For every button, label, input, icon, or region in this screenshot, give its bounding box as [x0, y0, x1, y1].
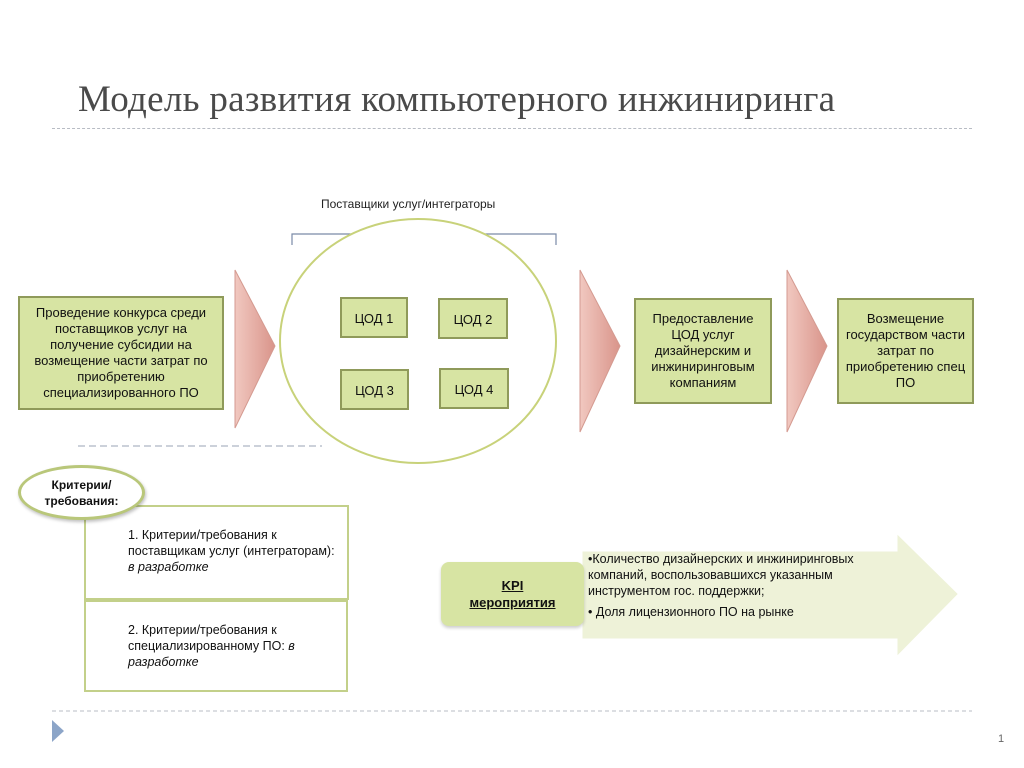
services-box-text: Предоставление ЦОД услуг дизайнерским и … — [651, 311, 755, 390]
compensation-box: Возмещение государством части затрат по … — [837, 298, 974, 404]
criteria-2-status: в разработке — [128, 639, 295, 669]
contest-box: Проведение конкурса среди поставщиков ус… — [18, 296, 224, 410]
criteria-box-2: 2. Критерии/требования к специализирован… — [84, 600, 348, 692]
cod-ellipse — [279, 218, 557, 464]
suppliers-label: Поставщики услуг/интеграторы — [321, 197, 496, 211]
cod-box-3: ЦОД 3 — [340, 369, 409, 410]
kpi-label-line2: мероприятия — [469, 595, 556, 610]
chevron-arrow-3 — [786, 269, 828, 433]
page-number: 1 — [998, 733, 1005, 745]
kpi-label-line1: KPI — [501, 578, 524, 593]
cod-box-4: ЦОД 4 — [439, 368, 509, 409]
criteria-2-text: 2. Критерии/требования к специализирован… — [128, 623, 289, 653]
contest-box-text: Проведение конкурса среди поставщиков ус… — [34, 305, 208, 400]
kpi-text: •Количество дизайнерских и инжиниринговы… — [588, 551, 906, 625]
kpi-label: KPI мероприятия — [441, 562, 584, 626]
criteria-1-status: в разработке — [128, 560, 209, 574]
title-divider — [52, 128, 972, 129]
cod-box-2: ЦОД 2 — [438, 298, 508, 339]
play-icon — [52, 720, 64, 742]
criteria-1-text: 1. Критерии/требования к поставщикам усл… — [128, 528, 335, 558]
services-box: Предоставление ЦОД услуг дизайнерским и … — [634, 298, 772, 404]
page-title: Модель развития компьютерного инжиниринг… — [78, 79, 836, 120]
chevron-arrow-2 — [579, 269, 621, 433]
compensation-box-text: Возмещение государством части затрат по … — [845, 311, 966, 390]
kpi-bullet-1: •Количество дизайнерских и инжиниринговы… — [588, 552, 854, 598]
kpi-bullet-2: • Доля лицензионного ПО на рынке — [588, 605, 794, 619]
criteria-bubble: Критерии/ требования: — [18, 465, 145, 520]
chevron-arrow-1 — [234, 269, 276, 429]
criteria-box-1: 1. Критерии/требования к поставщикам усл… — [84, 505, 349, 600]
kpi-arrow — [582, 534, 958, 656]
cod-box-1: ЦОД 1 — [340, 297, 408, 338]
criteria-bubble-label: Критерии/ требования: — [44, 477, 119, 508]
